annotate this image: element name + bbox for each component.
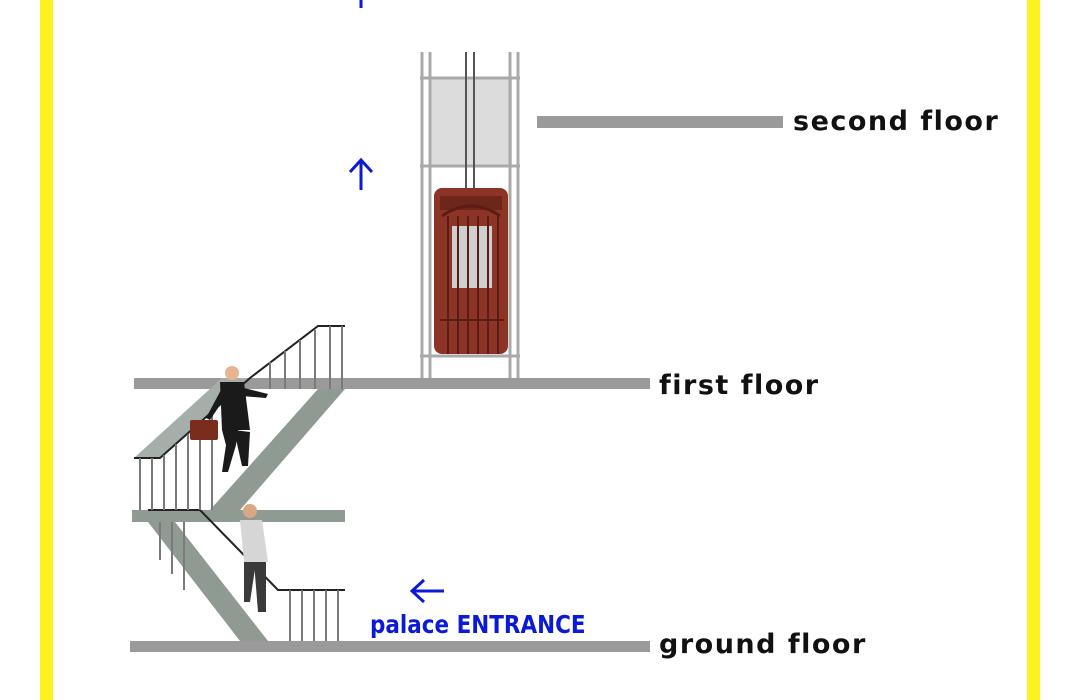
landing-slab xyxy=(132,510,345,522)
first-floor-label: first floor xyxy=(659,370,820,401)
ground-floor-label: ground floor xyxy=(659,629,867,660)
arrow-left-icon xyxy=(409,578,444,604)
right-frame-border xyxy=(1027,0,1040,700)
ground-floor-slab xyxy=(130,641,650,652)
second-floor-slab xyxy=(537,116,783,128)
second-floor-label: second floor xyxy=(793,106,1000,137)
first-floor-slab xyxy=(134,378,650,389)
staircase-icon xyxy=(134,325,345,641)
businessman-icon xyxy=(190,366,268,472)
arrow-up-icon xyxy=(348,157,374,190)
palace-entrance-label: palace ENTRANCE xyxy=(370,610,586,639)
walking-man-icon xyxy=(240,504,268,612)
elevator-icon xyxy=(420,52,520,378)
left-frame-border xyxy=(40,0,53,700)
